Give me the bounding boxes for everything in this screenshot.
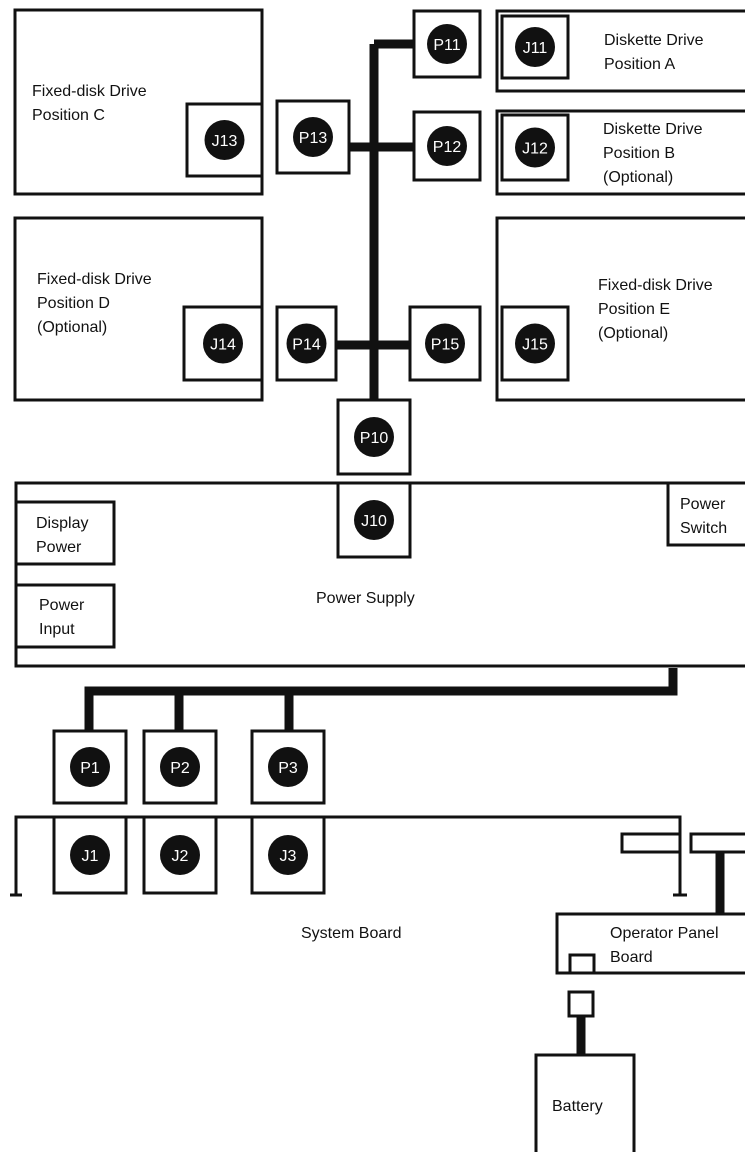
connector-p1: P1 xyxy=(52,729,128,805)
connector-p3-label: P3 xyxy=(278,760,298,777)
connector-j3-disc xyxy=(268,835,308,875)
connector-j3-label: J3 xyxy=(280,848,297,865)
connector-p14: P14 xyxy=(275,305,338,382)
connector-p15-label: P15 xyxy=(431,337,460,354)
connector-j13-box xyxy=(185,102,264,178)
connector-j12-label: J12 xyxy=(522,141,548,158)
connector-j15-disc xyxy=(515,323,555,364)
bracket-left xyxy=(620,832,682,854)
connector-j11-disc xyxy=(515,27,555,67)
operator-panel-box xyxy=(555,912,745,975)
connector-j14-disc xyxy=(203,323,243,364)
connector-p1-disc xyxy=(70,747,110,787)
connector-p2: P2 xyxy=(142,729,218,805)
operator-panel-label: Operator Panel Board xyxy=(610,925,723,966)
connector-p13: P13 xyxy=(275,99,351,175)
connector-j10-disc xyxy=(354,500,394,540)
connector-p11-label: P11 xyxy=(433,37,460,54)
power-supply-label: Power Supply xyxy=(316,590,415,607)
power-switch-label: Power Switch xyxy=(680,496,730,537)
connector-p15: P15 xyxy=(408,305,482,382)
diskette-drive-b-label: Diskette Drive Position B (Optional) xyxy=(603,121,707,186)
fixed-disk-drive-c-label: Fixed-disk Drive Position C xyxy=(32,83,151,124)
connector-j14-box xyxy=(182,305,264,382)
connector-p10-label: P10 xyxy=(360,430,389,447)
connector-j12: J12 xyxy=(500,113,570,182)
connector-p13-label: P13 xyxy=(299,130,328,147)
display-power-label: Display Power xyxy=(36,515,93,556)
connector-p2-label: P2 xyxy=(170,760,190,777)
connector-p2-disc xyxy=(160,747,200,787)
connector-j2: J2 xyxy=(142,815,218,895)
connector-p13-disc xyxy=(293,117,333,157)
power-input-box xyxy=(14,583,116,649)
connector-j13-label: J13 xyxy=(212,133,238,150)
power-input-label: Power Input xyxy=(39,597,89,638)
power-switch-box xyxy=(666,481,745,547)
connector-j12-disc xyxy=(515,127,555,168)
connector-p11-disc xyxy=(427,24,467,64)
connector-j3: J3 xyxy=(250,815,326,895)
connector-j15-box xyxy=(500,305,570,382)
connector-p14-label: P14 xyxy=(292,337,321,354)
display-power-box xyxy=(14,500,116,566)
fixed-disk-drive-c-box xyxy=(13,8,264,196)
connector-j15-label: J15 xyxy=(522,337,548,354)
connector-j10-label: J10 xyxy=(361,513,387,530)
system-board-cable xyxy=(84,668,678,731)
connector-p10-disc xyxy=(354,417,394,457)
diskette-drive-a-label: Diskette Drive Position A xyxy=(604,32,708,73)
connector-p1-label: P1 xyxy=(80,760,100,777)
battery-label: Battery xyxy=(552,1098,603,1115)
connector-j1: J1 xyxy=(52,815,128,895)
fixed-disk-drive-d-label: Fixed-disk Drive Position D (Optional) xyxy=(37,271,156,336)
system-board-outline xyxy=(14,815,682,895)
diskette-drive-a-box xyxy=(495,9,745,93)
connector-j13: J13 xyxy=(185,102,264,178)
connector-p15-box xyxy=(408,305,482,382)
connector-p12-disc xyxy=(427,126,467,166)
connector-j10: J10 xyxy=(336,481,412,559)
system-board-label: System Board xyxy=(301,925,401,942)
connector-p11: P11 xyxy=(412,9,482,79)
connector-j1-label: J1 xyxy=(82,848,99,865)
fixed-disk-drive-e-box xyxy=(495,216,745,402)
bracket-right xyxy=(689,832,745,854)
fixed-disk-drive-e-label: Fixed-disk Drive Position E (Optional) xyxy=(598,277,717,342)
connector-j2-label: J2 xyxy=(172,848,189,865)
connector-j1-disc xyxy=(70,835,110,875)
connector-p12: P12 xyxy=(412,110,482,182)
connector-j14: J14 xyxy=(182,305,264,382)
diskette-drive-b-box xyxy=(495,109,745,196)
connector-p3-disc xyxy=(268,747,308,787)
battery-plug-connector xyxy=(567,990,595,1018)
connector-p15-disc xyxy=(425,323,465,364)
connector-j14-label: J14 xyxy=(210,337,236,354)
connector-p3: P3 xyxy=(250,729,326,805)
battery-header-connector xyxy=(568,953,596,975)
connector-p12-label: P12 xyxy=(433,139,462,156)
connector-j15: J15 xyxy=(500,305,570,382)
connector-j2-disc xyxy=(160,835,200,875)
connector-j11: J11 xyxy=(500,14,570,80)
connector-j13-disc xyxy=(204,120,245,160)
connector-j11-label: J11 xyxy=(523,40,548,57)
connector-p10: P10 xyxy=(336,398,412,476)
connector-p14-disc xyxy=(286,323,327,364)
